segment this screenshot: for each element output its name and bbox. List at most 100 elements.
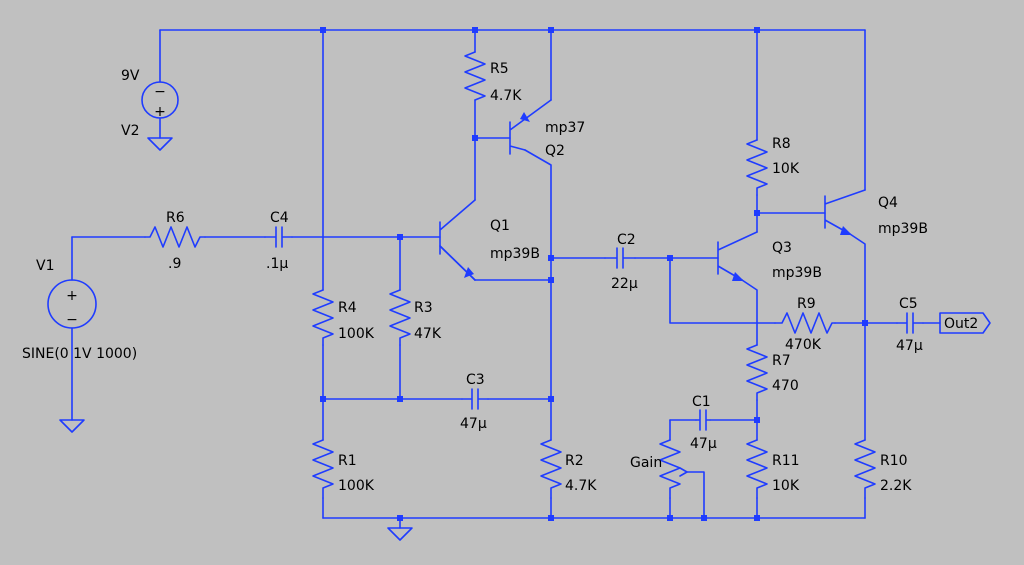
- r5-value: 4.7K: [490, 88, 522, 104]
- resistor-icon: [746, 344, 768, 401]
- r5-name: R5: [490, 61, 509, 77]
- resistor-r8: R8 10K: [746, 136, 800, 196]
- c2-value: 22µ: [611, 276, 638, 292]
- ground-symbols: [59, 137, 413, 541]
- resistor-icon: [464, 51, 486, 101]
- r2-name: R2: [565, 453, 584, 469]
- resistor-r2: R2 4.7K: [540, 439, 597, 499]
- capacitor-c3: C3 47µ: [460, 372, 489, 432]
- r11-name: R11: [772, 453, 800, 469]
- v1-name: V1: [36, 258, 54, 274]
- junction-dots: [320, 27, 868, 521]
- c5-value: 47µ: [896, 338, 923, 354]
- dc-source-icon: [141, 81, 179, 119]
- r2-value: 4.7K: [565, 478, 597, 494]
- r9-value: 470K: [785, 337, 822, 353]
- v2-name: V2: [121, 123, 139, 139]
- v2-value: 9V: [121, 68, 140, 84]
- r8-name: R8: [772, 136, 791, 152]
- capacitor-icon: [896, 312, 924, 334]
- npn-transistor-icon: [439, 199, 476, 281]
- r4-name: R4: [338, 300, 357, 316]
- resistor-icon: [312, 289, 334, 346]
- resistor-r4: R4 100K: [312, 289, 375, 346]
- npn-transistor-icon: [717, 231, 758, 281]
- r7-name: R7: [772, 353, 791, 369]
- c1-name: C1: [692, 394, 711, 410]
- r3-value: 47K: [414, 326, 442, 342]
- resistor-icon: [540, 439, 562, 499]
- r3-name: R3: [414, 300, 433, 316]
- capacitor-icon: [695, 409, 711, 431]
- q1-name: Q1: [490, 218, 510, 234]
- v2-plus-sign: +: [154, 104, 166, 120]
- output-label: Out2: [944, 316, 978, 332]
- resistor-r5: R5 4.7K: [464, 51, 522, 104]
- source-v1: + − V1 SINE(0 1V 1000): [22, 258, 137, 362]
- c1-value: 47µ: [690, 436, 717, 452]
- output-port-out2: Out2: [939, 312, 991, 334]
- q3-name: Q3: [772, 240, 792, 256]
- c2-name: C2: [617, 232, 636, 248]
- wires: [71, 29, 941, 529]
- r10-value: 2.2K: [880, 478, 912, 494]
- c3-name: C3: [466, 372, 485, 388]
- gain-name: Gain: [630, 455, 662, 471]
- q4-name: Q4: [878, 195, 898, 211]
- r11-value: 10K: [772, 478, 800, 494]
- r8-value: 10K: [772, 161, 800, 177]
- resistor-icon: [774, 312, 836, 334]
- resistor-r9: R9 470K: [774, 296, 836, 353]
- wiper-arrow-icon: [679, 467, 688, 477]
- source-v2: − + 9V V2: [121, 68, 179, 139]
- resistor-icon: [144, 226, 206, 248]
- resistor-icon: [854, 439, 876, 499]
- r6-name: R6: [166, 210, 185, 226]
- r1-value: 100K: [338, 478, 375, 494]
- q1-model: mp39B: [490, 246, 540, 262]
- r1-name: R1: [338, 453, 357, 469]
- q2-model: mp37: [545, 120, 585, 136]
- transistor-q1: Q1 mp39B: [439, 199, 540, 281]
- r7-value: 470: [772, 378, 799, 394]
- ground-icon: [387, 527, 413, 541]
- capacitor-icon: [604, 247, 636, 269]
- r4-value: 100K: [338, 326, 375, 342]
- transistor-q4: Q4 mp39B: [824, 189, 928, 237]
- ground-icon: [59, 419, 85, 433]
- resistor-r7: R7 470: [746, 344, 799, 401]
- capacitor-c5: C5 47µ: [896, 296, 924, 354]
- resistor-r6: R6 .9: [144, 210, 206, 272]
- q2-name: Q2: [545, 143, 565, 159]
- r9-name: R9: [797, 296, 816, 312]
- r10-name: R10: [880, 453, 908, 469]
- c4-value: .1µ: [266, 256, 288, 272]
- transistor-q2: mp37 Q2: [509, 99, 585, 159]
- c5-name: C5: [899, 296, 918, 312]
- c4-name: C4: [270, 210, 289, 226]
- capacitor-c2: C2 22µ: [604, 232, 638, 292]
- potentiometer-icon: [659, 439, 681, 499]
- capacitor-c4: C4 .1µ: [264, 210, 293, 272]
- npn-transistor-icon: [824, 189, 866, 235]
- capacitor-c1: C1 47µ: [690, 394, 717, 452]
- v1-value: SINE(0 1V 1000): [22, 346, 137, 362]
- resistor-icon: [746, 139, 768, 196]
- q4-model: mp39B: [878, 221, 928, 237]
- v1-minus-sign: −: [66, 312, 78, 328]
- output-flag-icon: [939, 312, 991, 334]
- transistor-q3: Q3 mp39B: [717, 231, 822, 281]
- capacitor-icon: [461, 388, 489, 410]
- v1-plus-sign: +: [66, 288, 78, 304]
- q3-model: mp39B: [772, 265, 822, 281]
- resistor-r3: R3 47K: [389, 289, 442, 346]
- resistor-icon: [389, 289, 411, 346]
- sine-source-icon: [47, 279, 97, 329]
- resistor-r11: R11 10K: [746, 439, 800, 499]
- resistor-icon: [312, 439, 334, 499]
- resistor-r1: R1 100K: [312, 439, 375, 499]
- resistor-r10: R10 2.2K: [854, 439, 912, 499]
- potentiometer-gain: Gain: [630, 439, 688, 499]
- ground-icon: [147, 137, 173, 151]
